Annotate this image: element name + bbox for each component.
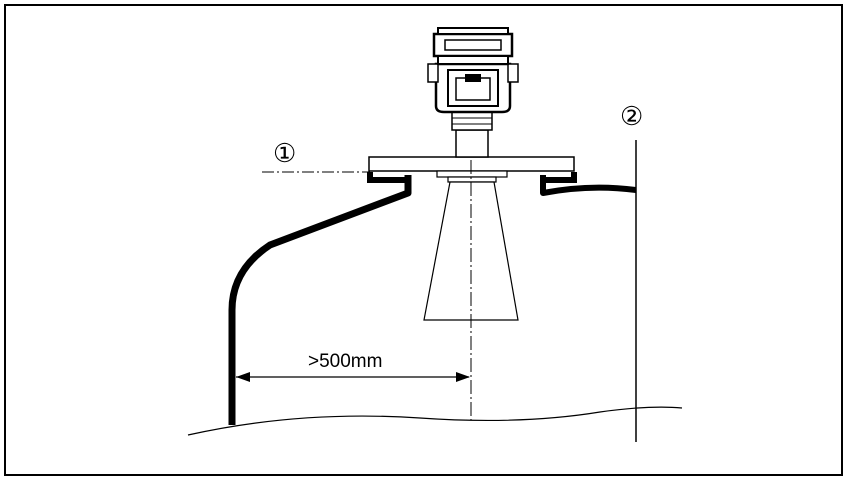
minimum-distance-label: >500mm: [308, 351, 383, 372]
nozzle-right: [543, 172, 577, 183]
cable-gland-left: [427, 63, 439, 83]
sensor-stem: [455, 129, 489, 158]
vessel-wall-marker: ②: [620, 101, 644, 131]
flange-ring: [436, 170, 508, 178]
sensor-thread: [451, 111, 493, 131]
diagram-frame: [4, 4, 843, 476]
horn-mount: [447, 176, 497, 183]
tank-wall-right: [540, 175, 637, 196]
reference-plane-marker: ①: [273, 138, 297, 168]
nozzle-left: [367, 172, 408, 183]
sensor-housing: [434, 62, 512, 114]
cable-gland-right: [507, 63, 519, 83]
tank-wall-left: [228, 175, 412, 425]
product-surface: [187, 406, 683, 436]
